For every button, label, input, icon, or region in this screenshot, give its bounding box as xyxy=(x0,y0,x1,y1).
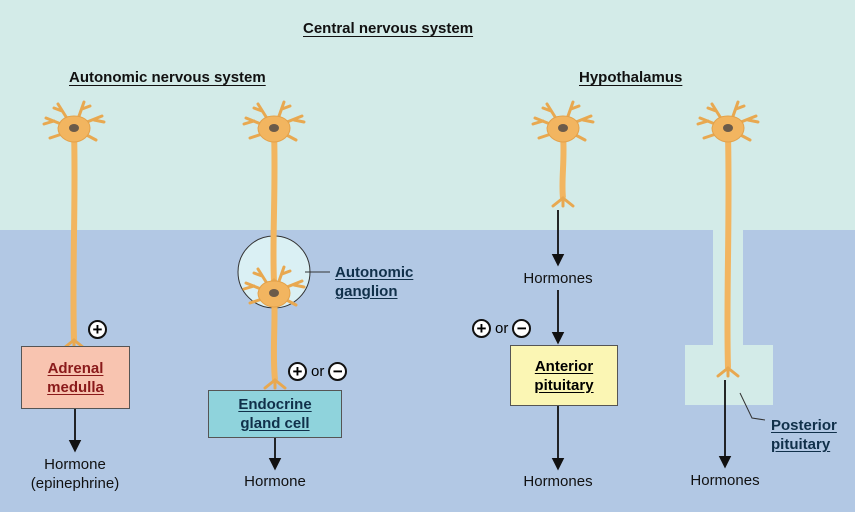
or-text: or xyxy=(311,363,325,380)
ganglion-label-line2: ganglion xyxy=(335,283,398,300)
output-adrenal: Hormone (epinephrine) xyxy=(20,455,130,493)
neuron-hypothalamus-short xyxy=(531,100,595,208)
anterior-label-line1: Anterior xyxy=(534,357,594,375)
neuron-adrenal xyxy=(42,100,106,350)
adrenal-label-line2: medulla xyxy=(47,378,104,396)
ganglion-label-line1: Autonomic xyxy=(335,264,414,281)
plus-sign-icon: + xyxy=(88,320,107,339)
endocrine-label-line2: gland cell xyxy=(240,415,310,432)
output-hypothalamus-mid: Hormones xyxy=(523,270,593,287)
sign-adrenal: + xyxy=(88,320,107,339)
adrenal-label-line1: Adrenal xyxy=(47,359,104,377)
sign-anterior: + or − xyxy=(472,319,532,338)
adrenal-medulla-box: Adrenal medulla xyxy=(21,346,130,409)
plus-sign-icon: + xyxy=(288,362,307,381)
neuron-postganglionic xyxy=(242,265,306,390)
posterior-label-line1: Posterior xyxy=(771,417,837,434)
plus-sign-icon: + xyxy=(472,319,491,338)
cns-region xyxy=(0,0,855,230)
output-adrenal-line2: (epinephrine) xyxy=(30,475,120,492)
header-hypothalamus: Hypothalamus xyxy=(579,69,683,86)
header-cns: Central nervous system xyxy=(303,20,474,37)
minus-sign-icon: − xyxy=(328,362,348,381)
output-posterior: Hormones xyxy=(690,472,760,489)
neuron-preganglionic xyxy=(242,100,306,290)
sign-endocrine: + or − xyxy=(288,362,348,381)
posterior-pituitary-label: Posterior pituitary xyxy=(771,416,837,454)
anterior-pituitary-box: Anterior pituitary xyxy=(510,345,618,406)
output-anterior: Hormones xyxy=(523,473,593,490)
endocrine-gland-box: Endocrine gland cell xyxy=(208,390,342,438)
anterior-label-line2: pituitary xyxy=(534,376,594,394)
output-adrenal-line1: Hormone xyxy=(44,456,106,473)
output-endocrine: Hormone xyxy=(244,473,306,490)
posterior-label-line2: pituitary xyxy=(771,436,831,453)
header-ans: Autonomic nervous system xyxy=(69,69,266,86)
or-text: or xyxy=(495,320,509,337)
endocrine-label-line1: Endocrine xyxy=(238,396,312,413)
ganglion-label: Autonomic ganglion xyxy=(335,263,413,301)
minus-sign-icon: − xyxy=(512,319,532,338)
neuron-hypothalamus-long xyxy=(696,100,760,378)
